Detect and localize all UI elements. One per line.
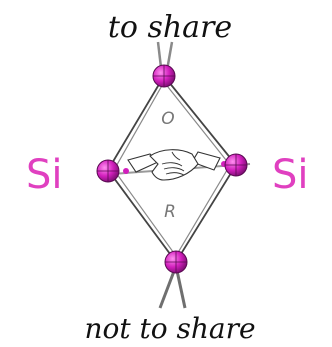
right-bead [224,153,248,177]
right-atom-label: Si [272,152,309,198]
top-bead [152,64,176,88]
handshake-icon [127,149,221,181]
left-electron-dot [123,168,129,174]
letter-r: R [164,202,176,222]
bottom-bead [164,250,188,274]
left-atom-label: Si [26,152,63,198]
left-bead [96,159,120,183]
bottom-label: not to share [84,312,255,345]
top-label: to share [108,10,232,45]
letter-o: O [161,109,174,129]
